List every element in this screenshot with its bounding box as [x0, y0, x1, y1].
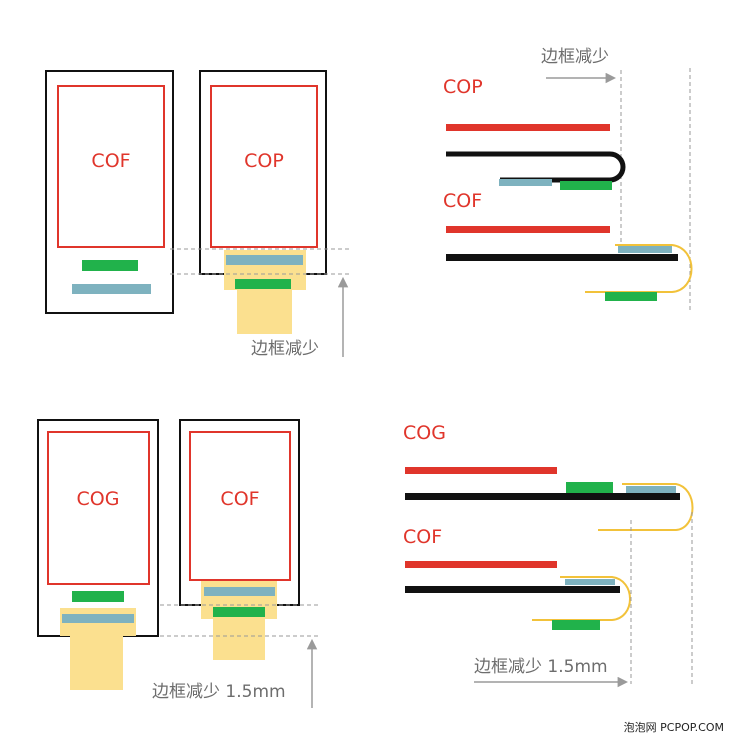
bottom-right-diagram: COG COF 边框减少 1.5mm: [403, 422, 694, 688]
cof3-black-layer: [405, 586, 620, 593]
cop-green-chip-cross: [560, 181, 612, 190]
bottom-left-diagram: COG COF 边框减少 1.5mm: [37, 419, 320, 708]
cof3-yellow-flex-cross: [532, 576, 631, 621]
cog-green-chip: [72, 591, 124, 602]
cop-display-area: [210, 85, 318, 248]
cop-blue-strip-cross: [499, 179, 552, 186]
cof-black-layer: [446, 254, 678, 261]
cof3-red-layer: [405, 561, 557, 568]
top-right-cof-label: COF: [443, 190, 482, 212]
cop-black-folded-layer: [446, 151, 626, 183]
cog-panel-frame: [37, 419, 159, 637]
cog-blue-strip: [62, 614, 134, 623]
watermark-text: 泡泡网 PCPOP.COM: [624, 720, 724, 734]
cog-yellow-flex-tail: [70, 634, 123, 690]
top-right-reduction-label: 边框减少: [541, 47, 609, 67]
top-left-reduction-label: 边框减少: [251, 339, 319, 359]
cop-panel-frame: [199, 70, 327, 275]
cog-black-layer: [405, 493, 680, 500]
cof-blue-strip-cross: [618, 246, 672, 253]
top-right-diagram: 边框减少 COP COF: [443, 47, 693, 312]
cof-green-chip-cross: [605, 292, 657, 301]
cop-blue-strip: [226, 255, 303, 265]
cof-blue-strip: [72, 284, 151, 294]
cof2-panel-label: COF: [220, 488, 259, 510]
cop-red-layer: [446, 124, 610, 131]
cog-panel-label: COG: [77, 488, 120, 510]
cog-red-layer: [405, 467, 557, 474]
cof3-green-chip-cross: [552, 620, 600, 630]
bottom-right-cog-label: COG: [403, 422, 446, 444]
cog-display-area: [47, 431, 150, 585]
cof2-panel-frame: [179, 419, 300, 606]
cof-yellow-flex-cross: [585, 244, 693, 293]
cof-panel-frame: [45, 70, 174, 314]
top-right-cop-label: COP: [443, 76, 483, 98]
cop-yellow-flex-tail: [237, 288, 292, 334]
cof2-green-chip: [213, 607, 265, 617]
bottom-right-reduction-label: 边框减少 1.5mm: [474, 657, 608, 677]
bottom-right-cof-label: COF: [403, 526, 442, 548]
bottom-left-reduction-label: 边框减少 1.5mm: [152, 682, 286, 702]
cog-yellow-flex-cross: [598, 483, 694, 531]
cof-green-chip: [82, 260, 138, 271]
cof2-yellow-flex-tail: [213, 617, 265, 660]
cof-display-area: [57, 85, 165, 248]
cop-green-chip: [235, 279, 291, 289]
cof3-blue-strip-cross: [565, 579, 615, 585]
cof2-blue-strip: [204, 587, 275, 596]
cof-panel-label: COF: [91, 150, 130, 172]
cof-red-layer: [446, 226, 610, 233]
cog-green-chip-cross: [566, 482, 613, 493]
cog-blue-strip-cross: [626, 486, 676, 493]
cof2-display-area: [189, 431, 291, 581]
cop-panel-label: COP: [244, 150, 284, 172]
top-left-diagram: COF COP 边框减少: [45, 70, 352, 359]
